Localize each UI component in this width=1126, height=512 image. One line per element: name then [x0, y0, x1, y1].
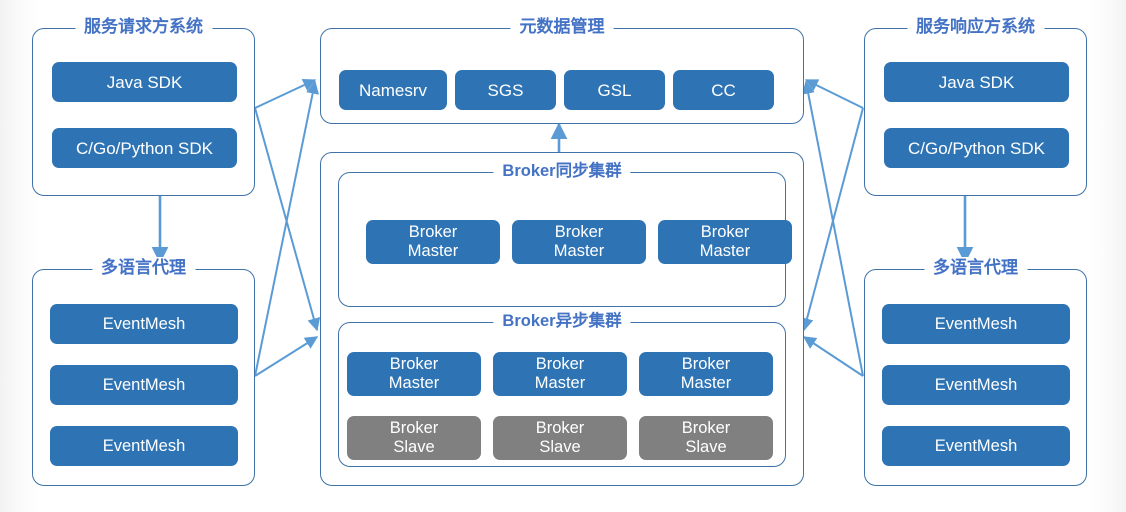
panel-responder-proxy: 多语言代理 EventMesh EventMesh EventMesh — [864, 257, 1087, 486]
panel-title-responder-system: 服务响应方系统 — [907, 16, 1044, 38]
node-cc[interactable]: CC — [673, 70, 774, 110]
arrow-responder-to-metadata — [804, 79, 864, 109]
node-sync-broker-master-2[interactable]: Broker Master — [512, 220, 646, 264]
node-async-broker-master-2[interactable]: Broker Master — [493, 352, 627, 396]
arrow-responder-to-broker — [800, 107, 864, 332]
node-responder-eventmesh-2[interactable]: EventMesh — [882, 365, 1070, 405]
panel-title-responder-proxy: 多语言代理 — [924, 257, 1027, 279]
node-responder-eventmesh-3[interactable]: EventMesh — [882, 426, 1070, 466]
node-responder-java-sdk[interactable]: Java SDK — [884, 62, 1069, 102]
panel-requester-system: 服务请求方系统 Java SDK C/Go/Python SDK — [32, 16, 255, 196]
panel-title-broker-sync-cluster: Broker同步集群 — [493, 160, 631, 182]
panel-title-requester-system: 服务请求方系统 — [75, 16, 212, 38]
panel-requester-proxy: 多语言代理 EventMesh EventMesh EventMesh — [32, 257, 255, 486]
node-async-broker-slave-3[interactable]: Broker Slave — [639, 416, 773, 460]
node-async-broker-slave-2[interactable]: Broker Slave — [493, 416, 627, 460]
panel-title-metadata-management: 元数据管理 — [510, 16, 614, 38]
node-async-broker-slave-1[interactable]: Broker Slave — [347, 416, 481, 460]
panel-broker-sync-cluster: Broker同步集群 Broker Master Broker Master B… — [338, 160, 792, 307]
panel-broker-async-cluster: Broker异步集群 Broker Master Broker Master B… — [338, 310, 786, 467]
node-responder-eventmesh-1[interactable]: EventMesh — [882, 304, 1070, 344]
panel-title-requester-proxy: 多语言代理 — [92, 257, 195, 279]
node-namesrv[interactable]: Namesrv — [339, 70, 447, 110]
node-requester-eventmesh-2[interactable]: EventMesh — [50, 365, 238, 405]
node-responder-cgopython-sdk[interactable]: C/Go/Python SDK — [884, 128, 1069, 168]
node-gsl[interactable]: GSL — [564, 70, 665, 110]
arrow-requester-proxy-to-broker — [254, 336, 319, 377]
node-sync-broker-master-1[interactable]: Broker Master — [366, 220, 500, 264]
arrow-responder-proxy-to-broker — [802, 336, 864, 377]
node-requester-java-sdk[interactable]: Java SDK — [52, 62, 237, 102]
arrow-responder-proxy-to-metadata — [801, 80, 864, 377]
node-requester-cgopython-sdk[interactable]: C/Go/Python SDK — [52, 128, 237, 168]
node-async-broker-master-1[interactable]: Broker Master — [347, 352, 481, 396]
node-sync-broker-master-3[interactable]: Broker Master — [658, 220, 792, 264]
arrow-requester-proxy-to-metadata — [254, 80, 320, 377]
node-requester-eventmesh-1[interactable]: EventMesh — [50, 304, 238, 344]
arrow-requester-to-broker — [254, 107, 321, 332]
arrow-requester-to-metadata — [254, 79, 317, 109]
panel-title-broker-async-cluster: Broker异步集群 — [493, 310, 631, 332]
panel-responder-system: 服务响应方系统 Java SDK C/Go/Python SDK — [864, 16, 1087, 196]
node-requester-eventmesh-3[interactable]: EventMesh — [50, 426, 238, 466]
node-async-broker-master-3[interactable]: Broker Master — [639, 352, 773, 396]
panel-metadata-management: 元数据管理 Namesrv SGS GSL CC — [320, 16, 804, 124]
node-sgs[interactable]: SGS — [455, 70, 556, 110]
